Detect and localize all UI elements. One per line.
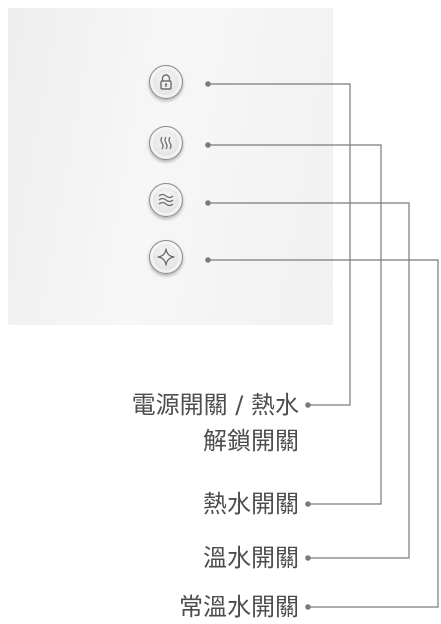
label-hot-water: 熱水開關 bbox=[203, 490, 299, 518]
leader-dot-warm-water-label bbox=[305, 555, 311, 561]
warm-water-button[interactable] bbox=[149, 183, 183, 217]
sparkle-icon bbox=[157, 248, 175, 266]
control-panel bbox=[8, 8, 333, 325]
hot-water-button[interactable] bbox=[149, 126, 183, 160]
label-constant-warm-water: 常溫水開關 bbox=[179, 593, 299, 621]
hot-water-icon bbox=[160, 136, 172, 150]
leader-dot-constant-warm-water-label bbox=[305, 604, 311, 610]
label-warm-water: 溫水開關 bbox=[203, 544, 299, 572]
sparkle-button[interactable] bbox=[149, 240, 183, 274]
lock-button[interactable] bbox=[149, 65, 183, 99]
warm-water-icon bbox=[158, 193, 174, 207]
leader-dot-hot-water-label bbox=[305, 501, 311, 507]
lock-icon bbox=[160, 74, 172, 90]
label-power-unlock-line2: 解鎖開關 bbox=[203, 427, 299, 455]
leader-dot-power-unlock-label bbox=[305, 402, 311, 408]
label-power-unlock-line1: 電源開關 / 熱水 bbox=[131, 391, 299, 419]
